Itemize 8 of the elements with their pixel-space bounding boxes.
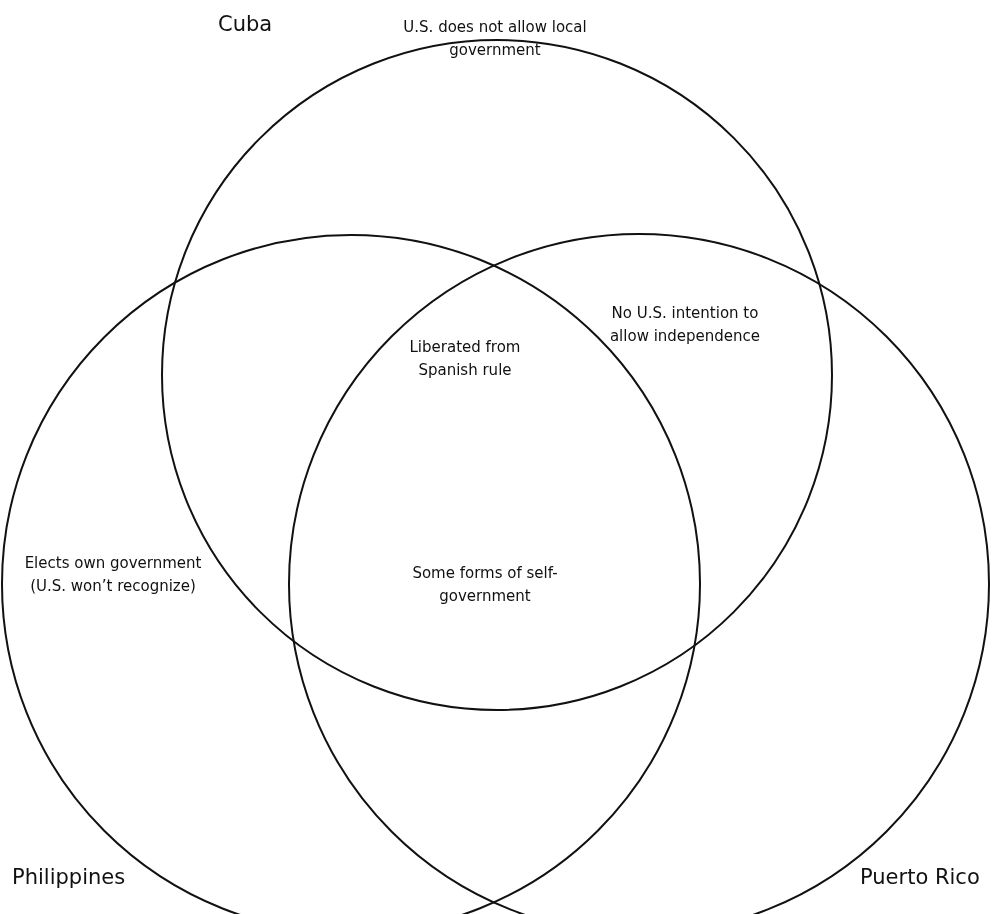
region-text: No U.S. intention to allow independence — [608, 303, 762, 347]
region-text: Elects own government (U.S. won’t recognize) — [23, 553, 203, 597]
region-text: Some forms of self-government — [411, 563, 559, 607]
set-title: Puerto Rico — [860, 865, 980, 889]
region-text: U.S. does not allow local government — [402, 17, 588, 61]
region-text: Liberated from Spanish rule — [408, 337, 522, 381]
set-title: Cuba — [218, 12, 273, 36]
set-title: Philippines — [12, 865, 126, 889]
